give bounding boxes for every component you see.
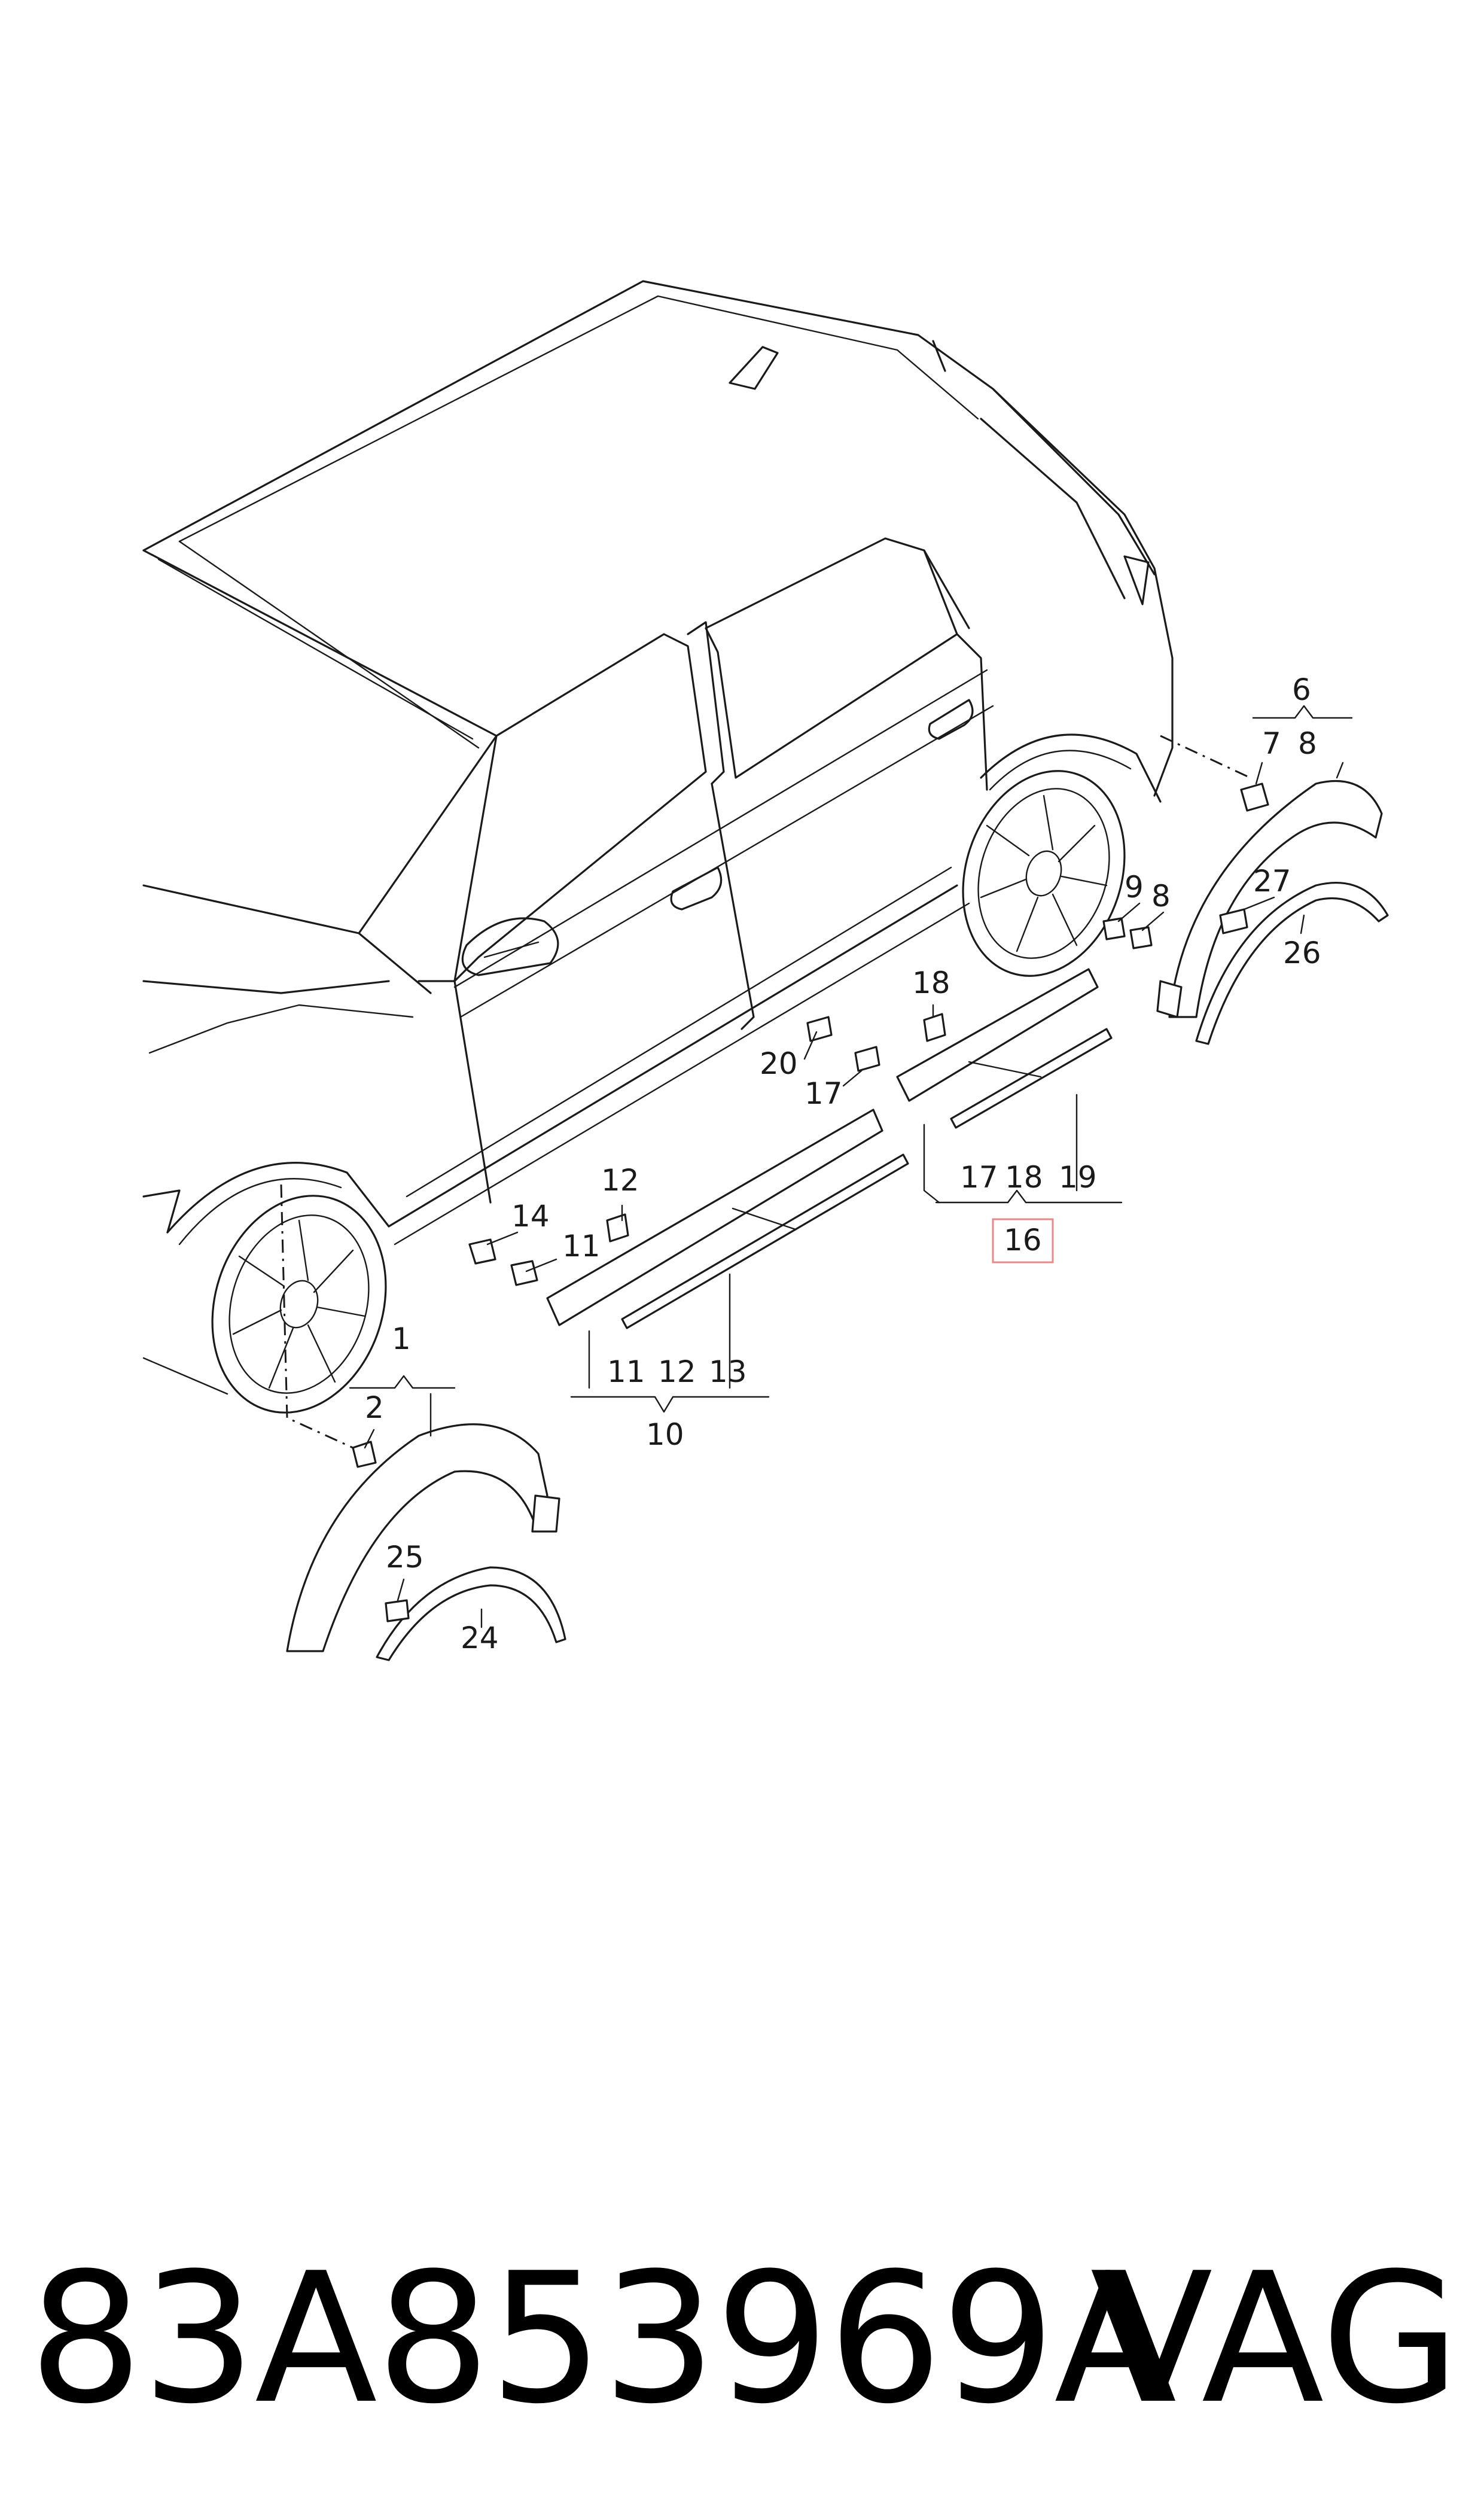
- callout-7: 7: [1262, 726, 1281, 761]
- front-door-trim: [546, 1109, 909, 1329]
- callout-1: 1: [392, 1322, 411, 1356]
- callout-19: 19: [1059, 1160, 1097, 1195]
- callout-17-top: 17: [805, 1076, 843, 1111]
- callout-14: 14: [511, 1199, 550, 1234]
- rear-door-trim: [896, 968, 1113, 1129]
- callout-26: 26: [1283, 936, 1321, 970]
- car-body-outline: [142, 280, 1251, 1449]
- callout-9: 9: [1125, 870, 1144, 905]
- leader-lines: [349, 705, 1353, 1628]
- callout-2: 2: [365, 1390, 384, 1425]
- callout-6: 6: [1292, 672, 1311, 707]
- callout-10: 10: [646, 1417, 684, 1452]
- callout-18-bottom: 18: [1005, 1160, 1043, 1195]
- callout-labels: 6 7 8 9 8 27 26 18 20 17 17 18 19 16 12 …: [365, 672, 1321, 1655]
- callout-8-lower: 8: [1151, 879, 1171, 914]
- rear-clips: [1102, 783, 1269, 949]
- parts-diagram: 6 7 8 9 8 27 26 18 20 17 17 18 19 16 12 …: [142, 280, 1389, 1661]
- rear-wheel: [962, 770, 1126, 977]
- callout-24: 24: [461, 1621, 499, 1655]
- callout-16: 16: [1004, 1223, 1042, 1258]
- callout-11-top: 11: [562, 1229, 601, 1263]
- callout-13: 13: [709, 1354, 747, 1389]
- callout-11-bottom: 11: [607, 1354, 645, 1389]
- callout-12-top: 12: [601, 1163, 639, 1198]
- callout-27: 27: [1253, 864, 1291, 899]
- rear-arch-trim: [1156, 780, 1383, 1018]
- callout-17-bottom: 17: [960, 1160, 998, 1195]
- part-number: 83A853969A: [29, 2234, 1177, 2443]
- rear-arch-liner: [1195, 881, 1389, 1045]
- brand-label: VAG: [1090, 2234, 1460, 2443]
- callout-25: 25: [386, 1540, 424, 1575]
- callout-8: 8: [1298, 726, 1317, 761]
- callout-18-top: 18: [912, 966, 950, 1000]
- front-arch-liner: [352, 1441, 566, 1661]
- callout-20: 20: [760, 1046, 798, 1081]
- front-arch-trim: [286, 1423, 560, 1652]
- callout-12-bottom: 12: [658, 1354, 696, 1389]
- front-wheel: [211, 1195, 387, 1414]
- highlight-box-16: [992, 1218, 1054, 1263]
- front-clips: [468, 1013, 946, 1286]
